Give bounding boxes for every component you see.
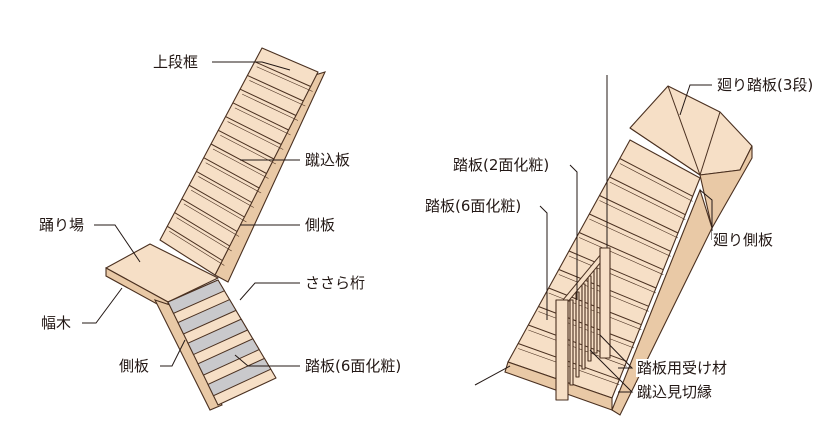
label-winder-stringer: 廻り側板 [712, 231, 775, 249]
riser-line [169, 231, 225, 266]
riser-line [256, 66, 313, 92]
gray-tread [197, 338, 260, 376]
label-stringer-upper: 側板 [304, 216, 337, 234]
label-sasara: ささら桁 [304, 274, 367, 292]
tread-edge [254, 61, 311, 87]
baluster [575, 291, 580, 378]
label-stringer-lower: 側板 [118, 357, 151, 375]
tread-edge [247, 74, 304, 102]
riser-line [227, 121, 284, 150]
tread-edge [609, 176, 686, 216]
label-riser: 蹴込板 [304, 151, 352, 169]
riser-line [242, 93, 299, 121]
tread-edge [568, 250, 657, 289]
leader-lines [82, 61, 713, 393]
winder-edge [699, 111, 721, 176]
tread-edge [196, 170, 253, 203]
riser-line [589, 218, 671, 257]
tread-edge [599, 195, 679, 234]
winder-treads [629, 85, 721, 176]
tread-edge [167, 225, 223, 261]
riser-line [198, 176, 254, 208]
tread-edge [232, 102, 289, 131]
riser-line [518, 348, 620, 385]
label-baseboard: 幅木 [40, 314, 73, 332]
label-tread-2face: 踏板(2面化粧) [452, 156, 551, 174]
riser-line [205, 162, 262, 194]
gray-tread [167, 279, 226, 314]
riser-line [234, 107, 291, 136]
riser-line [249, 80, 306, 107]
tread-edge [589, 213, 671, 252]
tread-edge [188, 184, 245, 218]
riser-line [599, 200, 679, 239]
riser-line [176, 217, 232, 252]
riser-line [609, 181, 686, 220]
riser-line [183, 203, 240, 237]
gray-tread [187, 318, 249, 356]
tread-edge [174, 212, 230, 247]
tread-edge [225, 116, 282, 145]
right-staircase [474, 75, 753, 416]
tread-edge [538, 306, 635, 344]
riser-line [190, 189, 247, 223]
winder-edge [667, 85, 701, 176]
riser-line [212, 148, 269, 179]
tread-edge [239, 88, 297, 116]
label-landing: 踊り場 [38, 216, 86, 234]
tread-edge [578, 232, 664, 271]
tread-edge [181, 198, 238, 232]
riser-line [579, 237, 664, 275]
baluster [587, 275, 592, 362]
newel-post-upper [599, 247, 611, 359]
tread-edge [619, 158, 693, 197]
tread-edge [210, 143, 267, 174]
left-staircase [105, 47, 327, 411]
tread-edge [203, 157, 260, 189]
gray-tread [207, 357, 272, 397]
baluster [593, 267, 598, 354]
label-tread-left: 踏板(6面化粧) [304, 357, 403, 375]
left-lower-treads [167, 279, 272, 397]
label-riser-trim: 蹴込見切縁 [636, 383, 714, 401]
left-lower-side-board [153, 299, 223, 411]
left-upper-treads [167, 61, 313, 266]
riser-line [619, 163, 693, 202]
riser-line [538, 311, 635, 349]
tread-edge [218, 129, 275, 160]
winder-edge [629, 127, 701, 176]
baluster [569, 299, 574, 386]
winder-side-board [699, 145, 753, 230]
left-upper-flight [159, 47, 319, 276]
newel-post [555, 299, 569, 401]
gray-tread [177, 298, 237, 335]
riser-line [568, 255, 657, 294]
label-tread-support: 踏板用受け材 [636, 359, 729, 377]
tread-edge [517, 343, 620, 381]
riser-line [220, 135, 276, 165]
label-tread-6face: 踏板(6面化粧) [424, 197, 523, 215]
baluster [581, 283, 586, 370]
label-top-frame: 上段框 [152, 53, 200, 71]
label-winder-tread: 廻り踏板(3段) [716, 76, 815, 94]
